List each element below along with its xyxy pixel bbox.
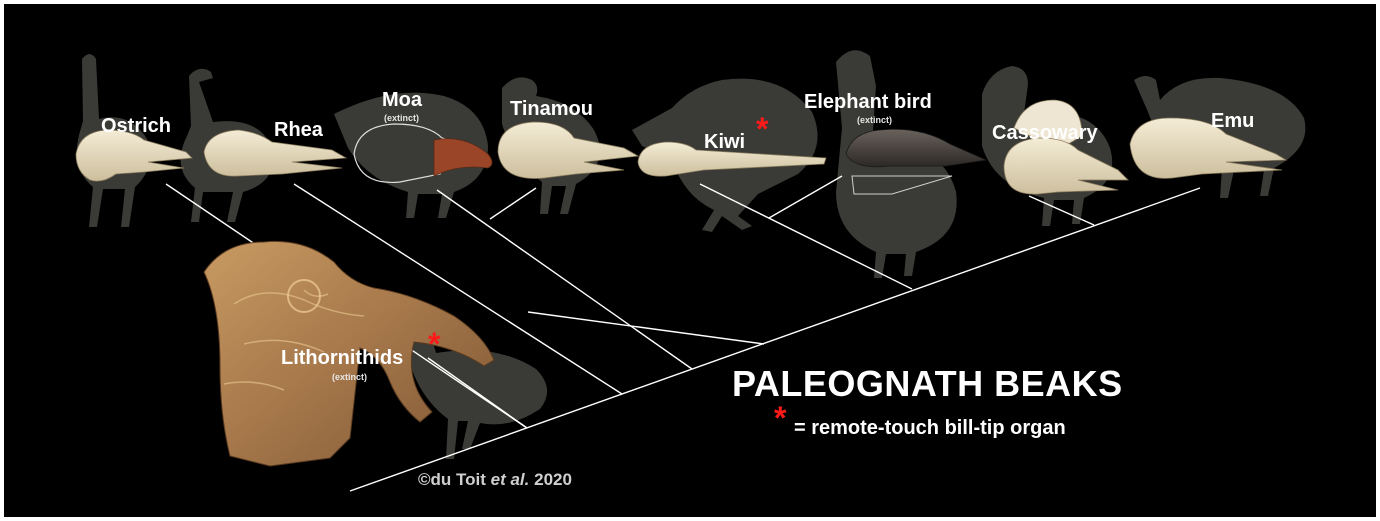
elephant-bird-skull [846, 129, 986, 167]
kiwi-bill-tip-marker: * [756, 111, 768, 148]
copyright-credit: ©du Toit et al. 2020 [418, 470, 572, 490]
label-moa-note: (extinct) [384, 113, 419, 123]
label-kiwi: Kiwi [704, 131, 745, 154]
label-cassowary: Cassowary [992, 122, 1098, 145]
label-ostrich: Ostrich [101, 115, 171, 138]
figure-title: PALEOGNATH BEAKS [732, 363, 1123, 405]
label-elephant-bird-note: (extinct) [857, 115, 892, 125]
phylogeny-artwork [4, 4, 1376, 517]
label-emu: Emu [1211, 110, 1254, 133]
label-tinamou: Tinamou [510, 98, 593, 121]
branch-cassowary [1029, 196, 1094, 225]
credit-italic: et al. [491, 470, 530, 489]
branch-node-lower [528, 312, 764, 344]
label-rhea: Rhea [274, 119, 323, 142]
credit-prefix: ©du Toit [418, 470, 491, 489]
branch-tinamou [490, 188, 536, 219]
label-elephant-bird: Elephant bird [804, 91, 932, 114]
diagram-panel: Ostrich Rhea Moa (extinct) Tinamou Kiwi … [4, 4, 1376, 517]
label-lithornithids: Lithornithids [281, 347, 403, 370]
lithornithids-bill-tip-marker: * [428, 326, 440, 363]
label-lithornithids-note: (extinct) [332, 372, 367, 382]
credit-suffix: 2020 [529, 470, 572, 489]
label-moa: Moa [382, 89, 422, 112]
legend-text: = remote-touch bill-tip organ [794, 417, 1066, 440]
legend-marker: * [774, 400, 786, 437]
